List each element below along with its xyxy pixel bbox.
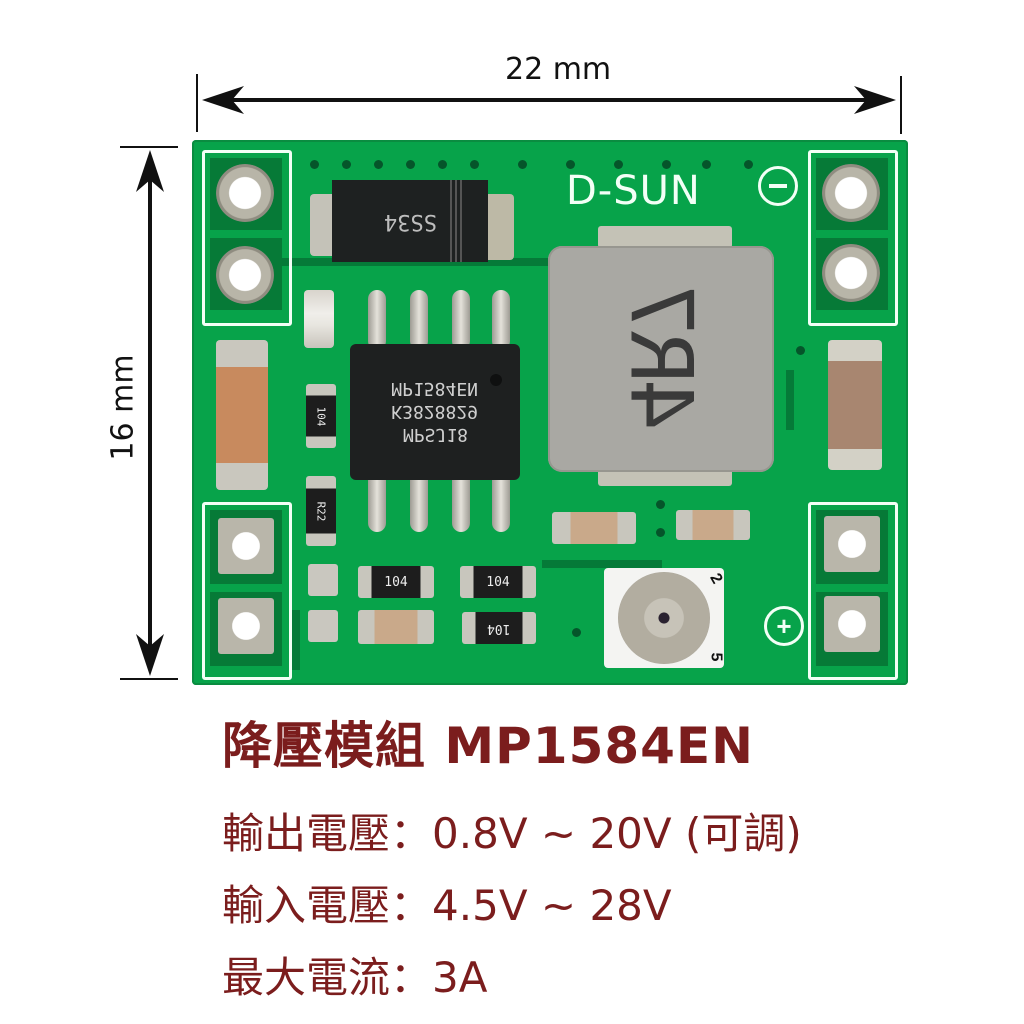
ic-pin [452, 290, 470, 350]
trim-potentiometer[interactable]: 2 5 [604, 568, 726, 668]
height-tick-bottom [120, 678, 178, 680]
via [310, 160, 319, 169]
product-title: 降壓模組 MP1584EN [222, 717, 754, 775]
pin1-dot [490, 374, 502, 386]
through-hole-pad [822, 164, 880, 222]
spec-value: 4.5V ~ 28V [432, 881, 672, 930]
trace [292, 610, 300, 670]
double-arrow-horizontal-icon [202, 86, 896, 114]
pot-marking-2: 2 [706, 570, 726, 587]
brand-silkscreen: D-SUN [566, 168, 701, 214]
ic-pin [410, 290, 428, 350]
via [662, 160, 671, 169]
double-arrow-vertical-icon [136, 150, 164, 676]
via [342, 160, 351, 169]
smd-capacitor [552, 512, 636, 544]
output-capacitor [828, 340, 882, 470]
smd-pad [308, 610, 338, 642]
pcb-board: SS34 D-SUN + MPSJ18 K3828829 MP1584EN 4R… [192, 140, 908, 685]
minus-polarity-icon [758, 166, 798, 206]
width-label: 22 mm [505, 52, 612, 87]
diode-cathode-band [450, 180, 464, 262]
spec-separator: ： [390, 809, 433, 858]
via [566, 160, 575, 169]
resistor-104: 104 [358, 566, 434, 598]
via [744, 160, 753, 169]
trace [280, 258, 550, 266]
ic-pin [492, 290, 510, 350]
through-hole-pad [822, 244, 880, 302]
width-tick-left [196, 74, 198, 132]
inductor-pad-top [598, 226, 732, 248]
ic-pin [368, 470, 386, 532]
via [374, 160, 383, 169]
trace [542, 560, 662, 568]
right-bottom-header-outline [808, 502, 898, 680]
spec-line-input-voltage: 輸入電壓：4.5V ~ 28V [222, 872, 672, 933]
via [656, 500, 665, 509]
resistor-104-rotated: 104 [462, 612, 536, 644]
trace [786, 370, 794, 430]
pot-rotor[interactable] [618, 572, 710, 664]
square-pad [218, 518, 274, 574]
smd-led [304, 290, 334, 348]
via [702, 160, 711, 169]
diode-marking: SS34 [383, 208, 437, 234]
width-tick-right [900, 76, 902, 134]
square-pad [824, 596, 880, 652]
input-capacitor [216, 340, 268, 490]
ic-pin [368, 290, 386, 350]
via [656, 528, 665, 537]
square-pad [218, 598, 274, 654]
left-top-header-outline [202, 150, 292, 326]
width-dimension [196, 70, 902, 134]
spec-value: 3A [432, 953, 488, 1002]
spec-label: 輸入電壓 [222, 881, 391, 930]
spec-label: 最大電流 [222, 953, 391, 1002]
ic-marking-line-1: MPSJ18 [402, 424, 468, 446]
spec-separator: ： [390, 953, 433, 1002]
via [614, 160, 623, 169]
spec-label: 輸出電壓 [222, 809, 391, 858]
ic-pin [492, 470, 510, 532]
via [470, 160, 479, 169]
height-label: 16 mm [105, 354, 141, 461]
smd-pad [308, 564, 338, 596]
mp1584en-ic: MPSJ18 K3828829 MP1584EN [350, 344, 520, 480]
via [406, 160, 415, 169]
smd-capacitor [358, 610, 434, 644]
ic-pin [452, 470, 470, 532]
spec-line-max-current: 最大電流：3A [222, 944, 487, 1005]
ic-marking-line-2: K3828829 [391, 401, 479, 423]
via [518, 160, 527, 169]
power-inductor: 4R7 [548, 246, 774, 472]
smd-capacitor [676, 510, 750, 540]
left-bottom-header-outline [202, 502, 292, 680]
resistor-r22: R22 [306, 476, 336, 546]
spec-line-output-voltage: 輸出電壓：0.8V ~ 20V (可調) [222, 800, 802, 861]
ic-pin [410, 470, 428, 532]
via [572, 628, 581, 637]
pot-marking-5: 5 [707, 652, 725, 662]
resistor-104-vertical: 104 [306, 384, 336, 448]
inductor-marking: 4R7 [611, 287, 711, 431]
ic-marking-line-3: MP1584EN [391, 378, 479, 400]
right-top-header-outline [808, 150, 898, 326]
via [796, 346, 805, 355]
through-hole-pad [216, 246, 274, 304]
spec-value: 0.8V ~ 20V (可調) [432, 809, 802, 858]
height-tick-top [120, 146, 178, 148]
spec-separator: ： [390, 881, 433, 930]
through-hole-pad [216, 164, 274, 222]
plus-polarity-icon: + [764, 606, 804, 646]
square-pad [824, 516, 880, 572]
resistor-104: 104 [460, 566, 536, 598]
via [438, 160, 447, 169]
schottky-diode: SS34 [332, 180, 488, 262]
